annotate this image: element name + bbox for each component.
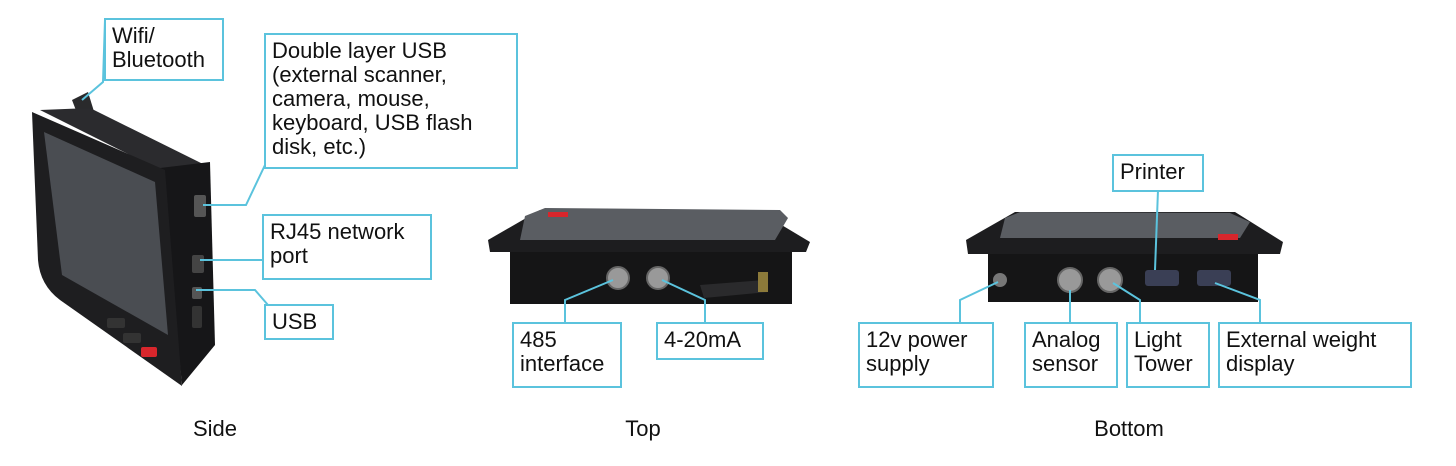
callout-external-weight-display: External weight display — [1218, 322, 1412, 388]
callout-usb: USB — [264, 304, 334, 340]
leader-lines — [81, 19, 1261, 322]
callout-double-usb: Double layer USB (external scanner, came… — [264, 33, 518, 169]
front-button — [123, 333, 141, 343]
callout-4-20ma: 4-20mA — [656, 322, 764, 360]
callout-rj45-port: RJ45 network port — [262, 214, 432, 280]
analog-current-connector — [646, 266, 670, 290]
side-view-device — [32, 92, 215, 386]
printer-port — [1145, 270, 1179, 286]
top-view-device — [488, 208, 810, 304]
weight-display-port — [1197, 270, 1231, 286]
rs485-connector — [606, 266, 630, 290]
callout-wifi-bluetooth: Wifi/ Bluetooth — [104, 18, 224, 81]
callout-485-interface: 485 interface — [512, 322, 622, 388]
analog-sensor-connector — [1057, 267, 1083, 293]
light-tower-connector — [1097, 267, 1123, 293]
callout-12v-power: 12v power supply — [858, 322, 994, 388]
caption-top: Top — [625, 416, 661, 441]
caption-side: Side — [192, 416, 238, 441]
caption-bottom: Bottom — [1094, 416, 1164, 441]
rj45-port — [192, 255, 204, 273]
callout-analog-sensor: Analog sensor — [1024, 322, 1118, 388]
usb-port — [192, 287, 202, 299]
power-connector — [993, 273, 1007, 287]
callout-printer: Printer — [1112, 154, 1204, 192]
bottom-view-device — [966, 212, 1283, 302]
callout-light-tower: Light Tower — [1126, 322, 1210, 388]
power-button — [141, 347, 157, 357]
front-button — [107, 318, 125, 328]
usb-port-double — [194, 195, 206, 217]
antenna-icon — [700, 280, 768, 298]
